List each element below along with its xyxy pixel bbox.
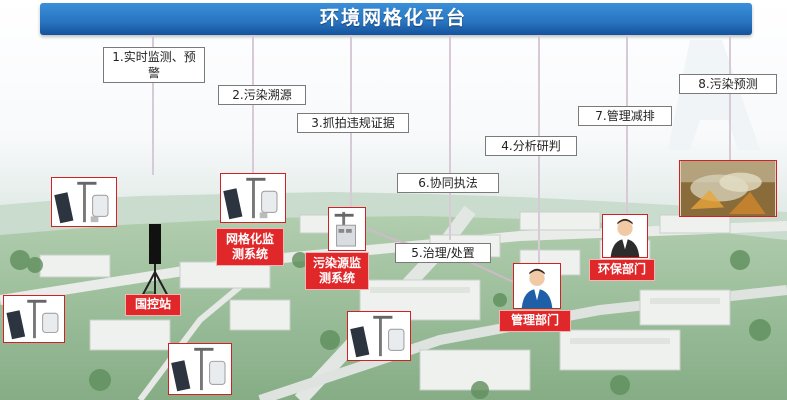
- env-dept-label: 环保部门: [589, 259, 655, 281]
- step-label-3: 3.抓拍违规证据: [297, 113, 409, 133]
- national-station-label: 国控站: [125, 294, 181, 316]
- step-label-6: 6.协同执法: [397, 173, 499, 193]
- grid-monitoring-system-label: 网格化监测系统: [216, 228, 284, 266]
- monitor-photo-left: [3, 295, 65, 343]
- step-label-1: 1.实时监测、预警: [103, 47, 205, 83]
- management-dept-label: 管理部门: [499, 310, 571, 332]
- monitor-photo-2: [220, 173, 286, 223]
- monitor-photo-bottom: [168, 343, 232, 395]
- pollution-source-system-label: 污染源监测系统: [305, 252, 369, 290]
- pollution-source-device-photo: [328, 207, 366, 251]
- national-station-pole: [139, 224, 171, 301]
- leader-line-6: [449, 35, 451, 240]
- step-label-5: 5.治理/处置: [395, 243, 491, 263]
- step-label-4: 4.分析研判: [485, 136, 577, 156]
- leader-line-2: [252, 35, 254, 175]
- pollution-forecast-photo: [679, 160, 777, 217]
- step-label-8: 8.污染预测: [679, 74, 777, 94]
- step-label-7: 7.管理减排: [578, 106, 672, 126]
- leader-line-1: [152, 35, 154, 175]
- monitor-photo-center: [347, 311, 411, 361]
- management-dept-person-photo: [513, 263, 561, 309]
- page-title: 环境网格化平台: [319, 7, 467, 29]
- leader-line-8: [729, 35, 731, 165]
- title-banner: [40, 3, 752, 35]
- monitor-photo-1: [51, 177, 117, 227]
- title-banner-shade: [40, 22, 752, 35]
- env-dept-person-photo: [602, 214, 648, 258]
- step-label-2: 2.污染溯源: [218, 85, 306, 105]
